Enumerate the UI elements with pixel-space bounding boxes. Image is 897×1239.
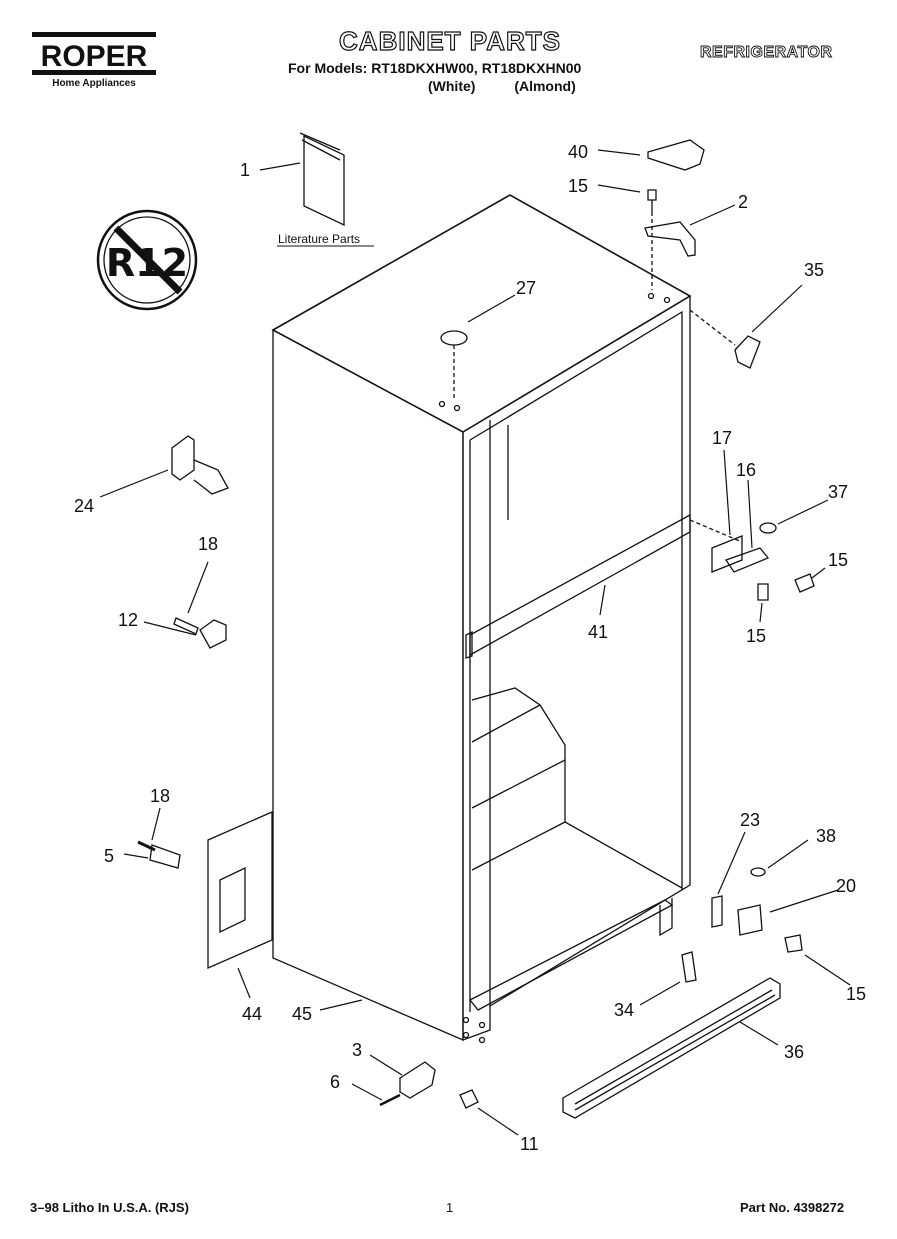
spring-part — [681, 951, 697, 983]
callout-label: 15 — [746, 626, 766, 646]
callout-label: 27 — [516, 278, 536, 298]
page-title: CABINET PARTS — [338, 25, 561, 56]
screw-part — [647, 189, 657, 212]
callout-label: 24 — [74, 496, 94, 516]
literature-label: Literature Parts — [278, 232, 360, 246]
cabinet-body — [271, 194, 692, 1044]
clip-part — [149, 844, 181, 869]
callout-label: 38 — [816, 826, 836, 846]
callout-label: 36 — [784, 1042, 804, 1062]
center-hinge-part — [711, 535, 743, 573]
callout-label: 15 — [828, 550, 848, 570]
washer-part — [759, 522, 777, 534]
no-r12-icon — [96, 209, 198, 311]
callout-label: 17 — [712, 428, 732, 448]
badge-text: R12 — [106, 241, 188, 285]
callout-label: 3 — [352, 1040, 362, 1060]
callout-label: 45 — [292, 1004, 312, 1024]
callout-label: 37 — [828, 482, 848, 502]
roper-logo: ROPER Home Appliances — [30, 30, 160, 90]
top-hinge-part — [644, 221, 696, 257]
callout-label: 41 — [588, 622, 608, 642]
toe-grille-part — [562, 977, 781, 1119]
callout-label: 34 — [614, 1000, 634, 1020]
callout-label: 23 — [740, 810, 760, 830]
models-line: For Models: RT18DKXHW00, RT18DKXHN00 — [288, 60, 582, 76]
plug-part — [440, 330, 468, 346]
literature-parts — [277, 132, 374, 247]
callout-label: 16 — [736, 460, 756, 480]
callout-label: 44 — [242, 1004, 262, 1024]
callout-label: 15 — [846, 984, 866, 1004]
callout-label: 40 — [568, 142, 588, 162]
bottom-hinge-part — [737, 904, 763, 936]
callout-label: 12 — [118, 610, 138, 630]
screw-18-part — [173, 617, 199, 635]
colors-line: (White) (Almond) — [428, 78, 576, 94]
brand-subtitle: Home Appliances — [52, 78, 136, 89]
leveler-part — [399, 1061, 436, 1099]
callout-label: 18 — [198, 534, 218, 554]
callout-label: 20 — [836, 876, 856, 896]
callout-label: 6 — [330, 1072, 340, 1092]
callout-label: 5 — [104, 846, 114, 866]
bracket-part — [199, 619, 227, 649]
category-label: REFRIGERATOR — [700, 44, 833, 62]
callout-label: 35 — [804, 260, 824, 280]
hinge-cover-part — [734, 335, 761, 369]
side-panel-part — [207, 811, 273, 969]
callout-label: 2 — [738, 192, 748, 212]
brand-name: ROPER — [41, 40, 148, 73]
top-cap-part — [647, 139, 705, 171]
footer-print-info: 3–98 Litho In U.S.A. (RJS) — [30, 1200, 189, 1215]
spacer-part — [171, 435, 229, 495]
callout-label: 1 — [240, 160, 250, 180]
callout-label: 11 — [520, 1134, 539, 1154]
shim-part — [711, 895, 723, 928]
callout-label: 15 — [568, 176, 588, 196]
page-number: 1 — [446, 1200, 454, 1215]
part-number: Part No. 4398272 — [740, 1200, 845, 1215]
callout-label: 18 — [150, 786, 170, 806]
